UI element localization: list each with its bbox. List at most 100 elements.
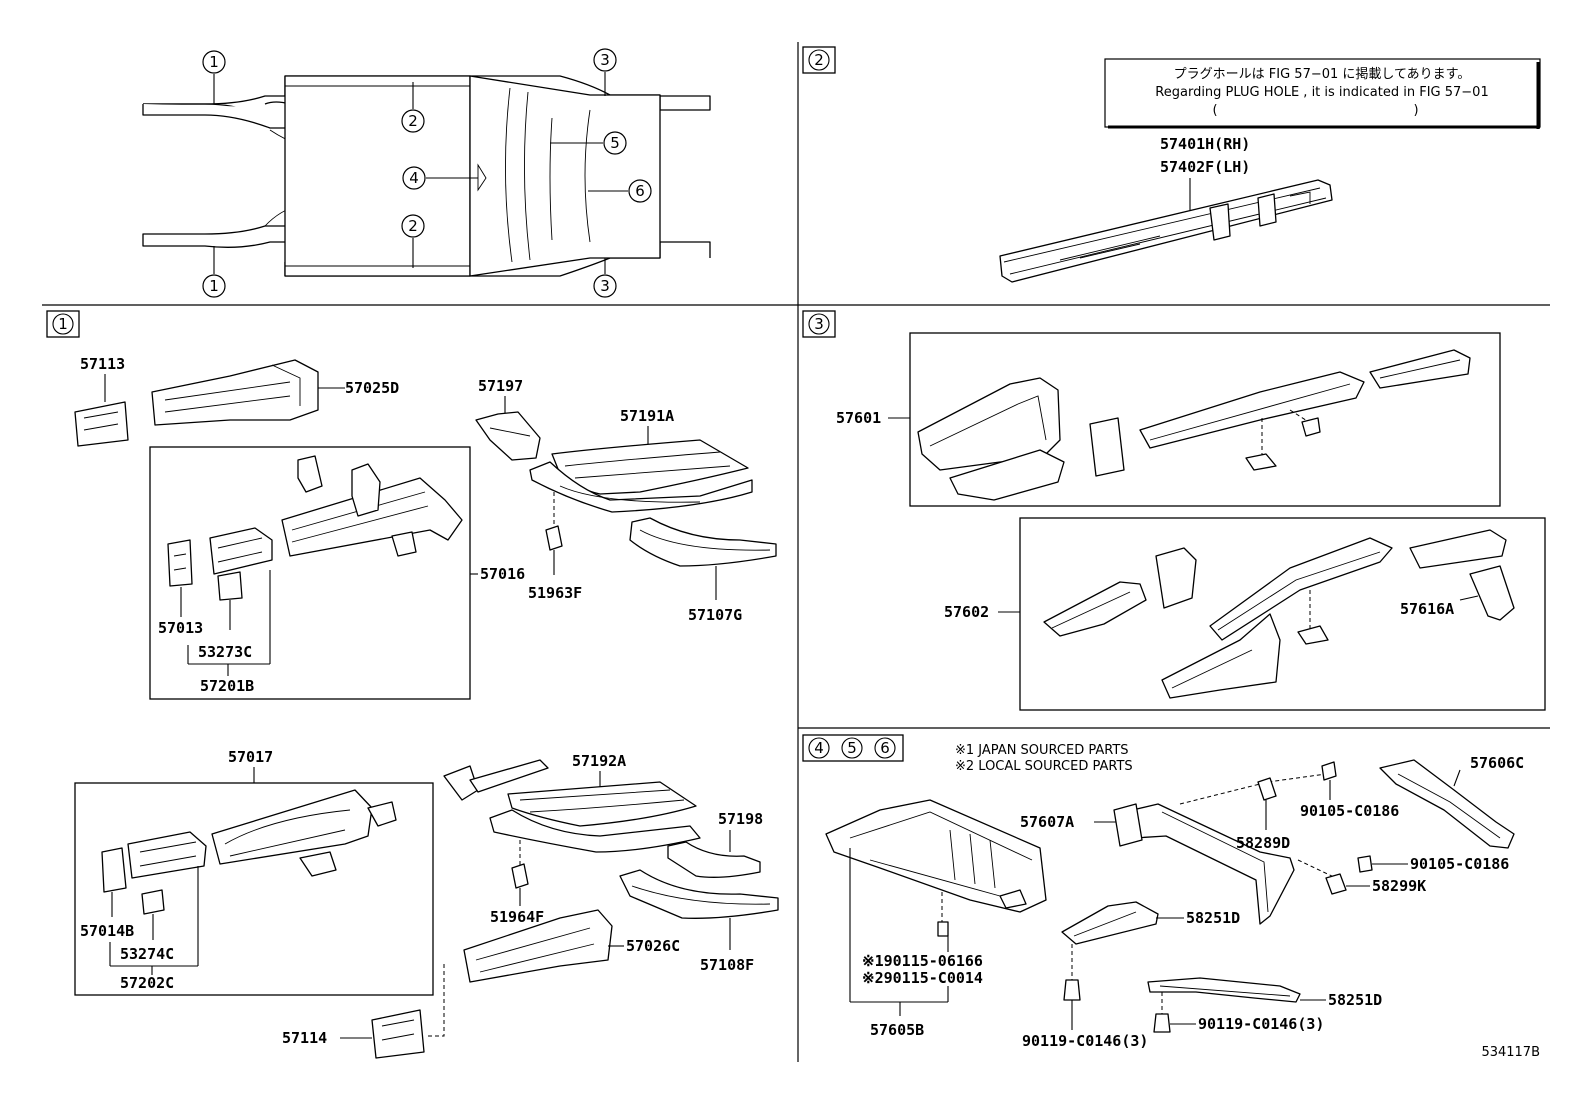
part-57606C	[1379, 759, 1515, 849]
panel-2: 2 プラグホールは FIG 57−01 に掲載してあります。 Regarding…	[802, 46, 1541, 283]
overview-underbody	[142, 75, 711, 277]
callout-1b	[202, 274, 226, 298]
rocker-panel-part	[999, 179, 1333, 283]
part-57026C	[463, 909, 613, 983]
part-53274C	[141, 889, 165, 915]
callout-3a	[593, 48, 617, 72]
label-51963F: 51963F	[528, 584, 582, 602]
legend-japan: ※1 JAPAN SOURCED PARTS	[955, 743, 1129, 758]
group-box-57016	[149, 446, 471, 700]
label-57197: 57197	[478, 377, 523, 395]
part-57017-rail	[211, 789, 373, 865]
group-box-57601	[909, 332, 1501, 507]
callout-1a-text: 1	[209, 53, 219, 71]
part-57107G	[629, 517, 777, 567]
note-paren-close: )	[1413, 103, 1418, 118]
label-90119a: 90119-C0146(3)	[1022, 1032, 1148, 1050]
part-57197	[475, 411, 541, 461]
label-57026C: 57026C	[626, 937, 680, 955]
callout-3b-text: 3	[600, 277, 610, 295]
panel-456-badge-6: 6	[880, 739, 890, 757]
label-57601: 57601	[836, 409, 881, 427]
callout-6	[628, 179, 652, 203]
panel-456: 4 5 6 ※1 JAPAN SOURCED PARTS ※2 LOCAL SO…	[802, 734, 1540, 1060]
label-53274C: 53274C	[120, 945, 174, 963]
label-57107G: 57107G	[688, 606, 742, 624]
label-90115j: ※190115-06166	[862, 952, 983, 970]
plug-hole-note: プラグホールは FIG 57−01 に掲載してあります。 Regarding P…	[1104, 58, 1541, 129]
note-japanese: プラグホールは FIG 57−01 に掲載してあります。	[1174, 66, 1471, 82]
label-90105b: 90105-C0186	[1410, 855, 1509, 873]
panel-1: 1 57113 57025D 57016 57013 53273C	[46, 310, 779, 1059]
note-english: Regarding PLUG HOLE , it is indicated in…	[1155, 85, 1488, 100]
callout-1b-text: 1	[209, 277, 219, 295]
callout-2a-text: 2	[408, 112, 418, 130]
callout-6-text: 6	[635, 182, 645, 200]
label-57014B: 57014B	[80, 922, 134, 940]
part-51964F	[511, 863, 529, 889]
label-57402F: 57402F(LH)	[1160, 158, 1250, 176]
panel-3: 3 57601 57602 57616A	[802, 310, 1546, 711]
part-58289D	[1257, 777, 1277, 801]
overview-callouts: 1 1 2 2 3 3 4 5 6	[202, 48, 652, 298]
callout-4-text: 4	[409, 169, 419, 187]
label-57108F: 57108F	[700, 956, 754, 974]
panel-3-badge-text: 3	[814, 315, 824, 333]
part-57014B	[101, 847, 127, 893]
part-57016-rail	[281, 477, 463, 557]
panel-1-badge-text: 1	[58, 315, 68, 333]
label-57013: 57013	[158, 619, 203, 637]
label-90119b: 90119-C0146(3)	[1198, 1015, 1324, 1033]
panel-dividers	[42, 42, 1550, 1062]
label-57401H: 57401H(RH)	[1160, 135, 1250, 153]
label-90105a: 90105-C0186	[1300, 802, 1399, 820]
label-57114: 57114	[282, 1029, 327, 1047]
part-57025D	[151, 359, 319, 426]
label-58299K: 58299K	[1372, 877, 1426, 895]
callout-3b	[593, 274, 617, 298]
callout-2b-text: 2	[408, 217, 418, 235]
part-51963F	[545, 525, 563, 551]
note-paren-open: (	[1212, 103, 1217, 118]
callout-2a	[401, 109, 425, 133]
part-57114	[371, 1009, 425, 1059]
callout-2b	[401, 214, 425, 238]
part-57108F	[619, 869, 779, 919]
group-box-57602	[1019, 517, 1546, 711]
label-57202C: 57202C	[120, 974, 174, 992]
label-57602: 57602	[944, 603, 989, 621]
label-53273C: 53273C	[198, 643, 252, 661]
label-57025D: 57025D	[345, 379, 399, 397]
part-58299K	[1325, 873, 1347, 895]
part-57607A	[1123, 803, 1295, 925]
label-58251Db: 58251D	[1328, 991, 1382, 1009]
label-51964F: 51964F	[490, 908, 544, 926]
part-57113	[74, 401, 129, 447]
callout-3a-text: 3	[600, 51, 610, 69]
label-57605B: 57605B	[870, 1021, 924, 1039]
legend-local: ※2 LOCAL SOURCED PARTS	[955, 759, 1133, 774]
figure-code: 534117B	[1481, 1045, 1540, 1060]
label-57616A: 57616A	[1400, 600, 1454, 618]
part-58251D-upper	[1061, 901, 1159, 945]
label-90115l: ※290115-C0014	[862, 969, 983, 987]
panel-456-badge-5: 5	[847, 739, 857, 757]
label-57201B: 57201B	[200, 677, 254, 695]
label-58251Da: 58251D	[1186, 909, 1240, 927]
label-57192A: 57192A	[572, 752, 626, 770]
callout-1a	[202, 50, 226, 74]
label-57198: 57198	[718, 810, 763, 828]
group-box-57017	[74, 782, 434, 996]
part-53273C	[217, 571, 243, 601]
label-57606C: 57606C	[1470, 754, 1524, 772]
part-57198	[667, 841, 761, 878]
callout-4	[402, 166, 426, 190]
label-57191A: 57191A	[620, 407, 674, 425]
part-57013	[167, 539, 193, 587]
panel-2-badge	[808, 49, 830, 71]
callout-5	[603, 131, 627, 155]
part-57192A	[507, 781, 697, 827]
label-57607A: 57607A	[1020, 813, 1074, 831]
panel-456-badge-4: 4	[814, 739, 824, 757]
